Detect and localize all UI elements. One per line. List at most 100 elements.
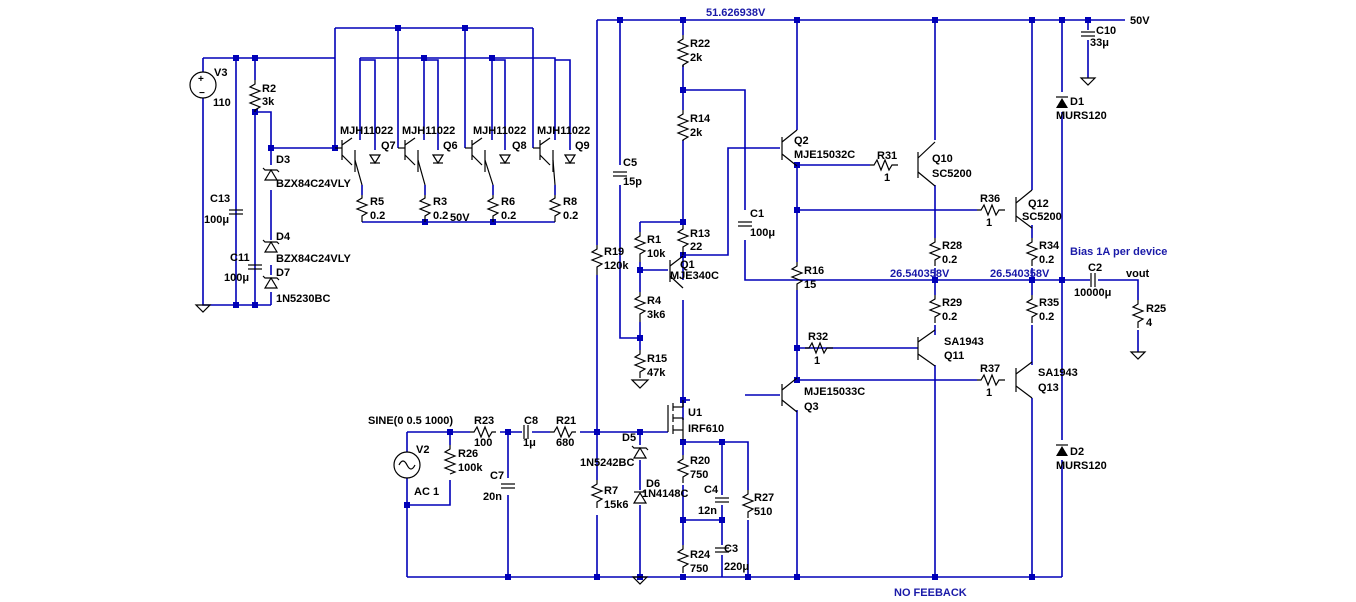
c8-val-label: 1μ xyxy=(523,437,536,449)
c1-ref-label: C1 xyxy=(750,208,764,220)
r36-ref-label: R36 xyxy=(980,193,1000,205)
u1-val-label: IRF610 xyxy=(688,423,724,435)
q6-transistor xyxy=(398,137,445,186)
v3-ref-label: V3 xyxy=(214,67,227,79)
v3-val-label: 110 xyxy=(213,97,231,109)
q7-val-label: MJH11022 xyxy=(340,125,393,137)
q10-transistor xyxy=(917,141,936,187)
r2-ref-label: R2 xyxy=(262,83,276,95)
r22-ref-label: R22 xyxy=(690,38,710,50)
q11-ref-label: Q11 xyxy=(944,350,964,362)
q2-val-label: MJE15032C xyxy=(794,149,855,161)
q8-transistor xyxy=(465,137,512,186)
r25-resistor xyxy=(1131,300,1145,328)
r13-val-label: 22 xyxy=(690,241,702,253)
q8-val-label: MJH11022 xyxy=(473,125,526,137)
r37-resistor xyxy=(977,373,1005,387)
c11-ref-label: C11 xyxy=(230,252,250,264)
r31-val-label: 1 xyxy=(884,172,890,184)
q6-val-label: MJH11022 xyxy=(402,125,455,137)
r15-resistor xyxy=(633,350,647,378)
q11-transistor xyxy=(917,329,936,367)
c4-val-label: 12n xyxy=(698,505,717,517)
v3-source-symbol xyxy=(189,71,217,99)
r27-val-label: 510 xyxy=(754,506,772,518)
net-vout: vout xyxy=(1126,268,1150,280)
feedback-note: NO FEEBACK xyxy=(894,587,967,599)
q8-ref-label: Q8 xyxy=(512,140,527,152)
q1-val-label: MJE340C xyxy=(670,270,719,282)
r20-resistor xyxy=(676,455,690,483)
v2-val-label: AC 1 xyxy=(414,486,439,498)
c1-val-label: 100μ xyxy=(750,227,775,239)
d2-val-label: MURS120 xyxy=(1056,460,1107,472)
v2-source-symbol xyxy=(393,451,421,479)
r16-resistor xyxy=(790,262,804,290)
d6-ref-label: D6 xyxy=(646,478,660,490)
q9-ref-label: Q9 xyxy=(575,140,590,152)
r19-ref-label: R19 xyxy=(604,246,624,258)
q11-val-label: SA1943 xyxy=(944,336,984,348)
ground-symbols xyxy=(194,77,1147,585)
r19-val-label: 120k xyxy=(604,260,629,272)
q3-ref-label: Q3 xyxy=(804,401,819,413)
c4-capacitor xyxy=(715,497,729,503)
v2-spec-label: SINE(0 0.5 1000) xyxy=(368,415,453,427)
r7-val-label: 15k6 xyxy=(604,499,628,511)
q13-ref-label: Q13 xyxy=(1038,382,1059,394)
c13-val-label: 100μ xyxy=(204,214,229,226)
r26-ref-label: R26 xyxy=(458,448,478,460)
r6-ref-label: R6 xyxy=(501,196,515,208)
d2-ref-label: D2 xyxy=(1070,446,1084,458)
r29-ref-label: R29 xyxy=(942,297,962,309)
c7-ref-label: C7 xyxy=(490,470,504,482)
svg-text:+: + xyxy=(198,74,204,85)
c5-capacitor xyxy=(613,171,627,177)
r21-ref-label: R21 xyxy=(556,415,576,427)
r4-val-label: 3k6 xyxy=(647,309,665,321)
q3-transistor xyxy=(781,377,798,413)
v2-ref-label: V2 xyxy=(416,444,429,456)
c13-capacitor xyxy=(229,209,243,215)
c8-capacitor xyxy=(523,425,529,439)
r8-val-label: 0.2 xyxy=(563,210,578,222)
r13-ref-label: R13 xyxy=(690,228,710,240)
r35-val-label: 0.2 xyxy=(1039,311,1054,323)
r13-resistor xyxy=(676,225,690,255)
r22-val-label: 2k xyxy=(690,52,703,64)
r34-ref-label: R34 xyxy=(1039,240,1060,252)
q1-transistor xyxy=(669,255,684,289)
c5-val-label: 15p xyxy=(623,176,642,188)
d1-ref-label: D1 xyxy=(1070,96,1084,108)
q12-transistor xyxy=(1015,189,1033,229)
d4-ref-label: D4 xyxy=(276,231,291,243)
d1-val-label: MURS120 xyxy=(1056,110,1107,122)
r3-val-label: 0.2 xyxy=(433,210,448,222)
r23-resistor xyxy=(470,425,496,439)
q10-val-label: SC5200 xyxy=(932,168,972,180)
c8-ref-label: C8 xyxy=(524,415,538,427)
c10-val-label: 33μ xyxy=(1090,37,1109,49)
r14-resistor xyxy=(676,110,690,141)
d4-val-label: BZX84C24VLY xyxy=(276,253,351,265)
r3-ref-label: R3 xyxy=(433,196,447,208)
r23-ref-label: R23 xyxy=(474,415,494,427)
r16-val-label: 15 xyxy=(804,279,816,291)
r26-resistor xyxy=(443,445,457,475)
r25-val-label: 4 xyxy=(1146,317,1153,329)
net-vmid1: 26.540358V xyxy=(890,268,950,280)
r6-resistor xyxy=(486,195,500,222)
net-50v: 50V xyxy=(1130,15,1150,27)
c10-ref-label: C10 xyxy=(1096,25,1116,37)
r15-ref-label: R15 xyxy=(647,353,667,365)
q13-transistor xyxy=(1015,361,1033,399)
r14-ref-label: R14 xyxy=(690,113,711,125)
r37-val-label: 1 xyxy=(986,387,992,399)
r8-resistor xyxy=(548,195,562,222)
q7-transistor xyxy=(335,137,382,186)
q6-ref-label: Q6 xyxy=(443,140,458,152)
r29-val-label: 0.2 xyxy=(942,311,957,323)
d7-ref-label: D7 xyxy=(276,267,290,279)
q7-ref-label: Q7 xyxy=(381,140,396,152)
